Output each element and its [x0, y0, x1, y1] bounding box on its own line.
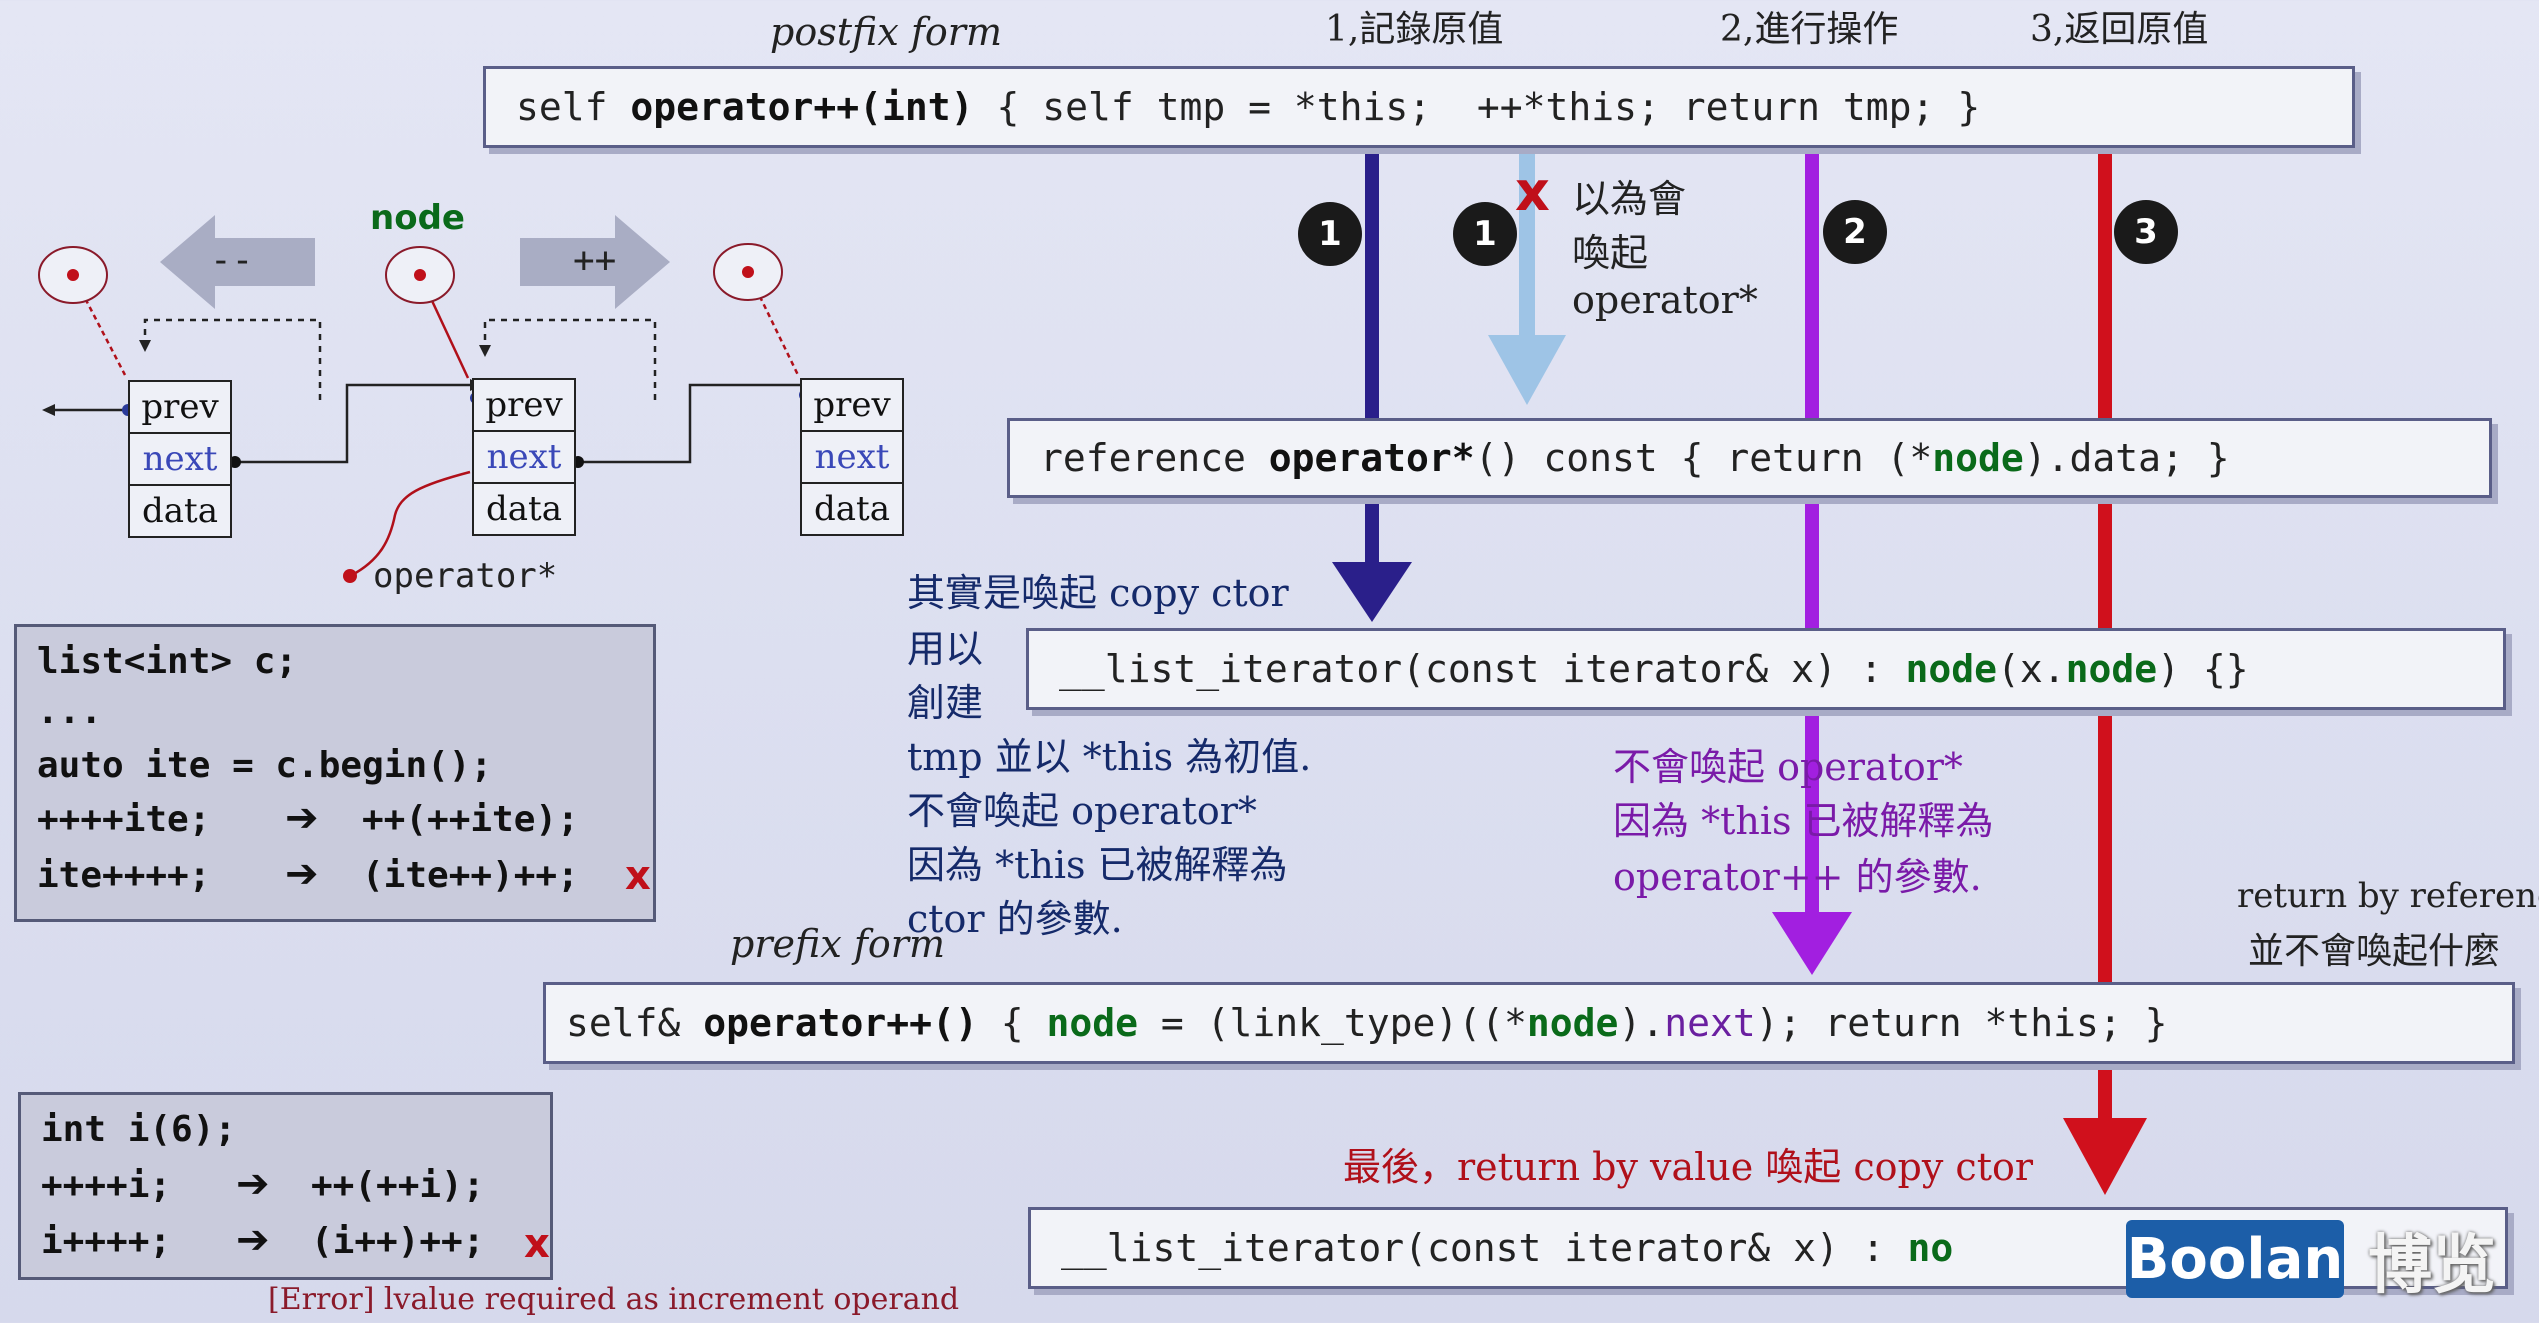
mistaken-note-3: operator*: [1572, 278, 1758, 322]
copy-note-4: tmp 並以 *this 為初值.: [907, 735, 1312, 779]
arrow-3-head: [2063, 1118, 2147, 1195]
panel2-result-2: (i++)++;: [311, 1221, 485, 1262]
ref-note-2: 並不會喚起什麼: [2248, 931, 2501, 972]
mistaken-note-1: 以為會: [1572, 177, 1687, 221]
copy-note-1: 其實是喚起 copy ctor: [907, 571, 1289, 615]
panel1-line-4: ++++ite;: [37, 799, 211, 840]
panel2-line-2: ++++i;: [41, 1165, 172, 1206]
field-next: next: [130, 434, 230, 486]
panel1-line-1: list<int> c;: [37, 641, 298, 682]
panel2-result-1: ++(++i);: [311, 1165, 485, 1206]
field-prev: prev: [474, 380, 574, 432]
panel1-result-2: (ite++)++;: [362, 855, 579, 896]
badge-1: 1: [1298, 202, 1362, 266]
plus-arrow-label: ++: [573, 240, 617, 281]
arrow-1-light-head: [1488, 335, 1566, 405]
panel1-result-1: ++(++ite);: [362, 799, 579, 840]
step-3-label: 3,返回原值: [2030, 9, 2209, 50]
minus-arrow-label: --: [210, 240, 254, 281]
ref-note-1: return by reference: [2237, 876, 2539, 916]
field-data: data: [142, 491, 218, 531]
panel2-error-mark: x: [524, 1221, 550, 1267]
copy-note-5: 不會喚起 operator*: [907, 789, 1257, 833]
badge-3: 3: [2114, 200, 2178, 264]
copy-note-7: ctor 的參數.: [907, 897, 1123, 941]
node-label: node: [370, 198, 465, 238]
field-next: next: [474, 432, 574, 484]
postfix-form-label: postfix form: [770, 10, 1002, 54]
panel1-error-mark: x: [625, 853, 651, 899]
purple-note-1: 不會喚起 operator*: [1613, 745, 1963, 789]
list-example-panel: list<int> c; ... auto ite = c.begin(); +…: [14, 624, 656, 922]
panel1-line-5: ite++++;: [37, 855, 211, 896]
int-example-panel: int i(6); ++++i; ➔ ++(++i); i++++; ➔ (i+…: [18, 1092, 553, 1280]
final-note: 最後，return by value 喚起 copy ctor: [1343, 1145, 2034, 1189]
mistaken-x-mark: x: [1515, 160, 1550, 223]
field-prev: prev: [130, 382, 230, 434]
boolan-logo-cn: 博览: [2368, 1229, 2496, 1303]
error-message: [Error] lvalue required as increment ope…: [268, 1282, 960, 1317]
panel1-line-3: auto ite = c.begin();: [37, 745, 493, 786]
badge-1-mistaken: 1: [1453, 202, 1517, 266]
minus-arrow-shape: [160, 215, 315, 309]
boolan-logo: Boolan: [2126, 1220, 2344, 1298]
panel1-arrow-1: ➔: [285, 795, 319, 841]
arrow-1-head: [1332, 562, 1412, 622]
purple-note-2: 因為 *this 已被解釋為: [1613, 799, 1994, 843]
step-1-label: 1,記錄原值: [1325, 9, 1504, 50]
copy-note-6: 因為 *this 已被解釋為: [907, 843, 1288, 887]
field-prev: prev: [802, 380, 902, 432]
purple-note-3: operator++ 的參數.: [1613, 855, 1982, 899]
mistaken-note-2: 喚起: [1572, 231, 1649, 275]
copy-note-3: 創建: [907, 681, 984, 725]
plus-arrow-shape: [520, 215, 670, 309]
field-data: data: [486, 489, 562, 529]
postfix-operator-code: self operator++(int) { self tmp = *this;…: [483, 66, 2355, 148]
list-node-left: prev next data: [128, 380, 232, 538]
prefix-form-label: prefix form: [730, 922, 945, 966]
prefix-operator-code: self& operator++() { node = (link_type)(…: [543, 982, 2515, 1064]
panel2-arrow-2: ➔: [236, 1217, 270, 1263]
step-2-label: 2,進行操作: [1720, 9, 1899, 50]
copy-note-2: 用以: [907, 627, 984, 671]
copy-ctor-code: __list_iterator(const iterator& x) : nod…: [1026, 628, 2506, 710]
list-node-right: prev next data: [800, 378, 904, 536]
panel1-arrow-2: ➔: [285, 851, 319, 897]
badge-2: 2: [1823, 200, 1887, 264]
panel2-line-1: int i(6);: [41, 1109, 237, 1150]
deref-operator-code: reference operator*() const { return (*n…: [1007, 418, 2492, 498]
list-node-middle: prev next data: [472, 378, 576, 536]
field-next: next: [802, 432, 902, 484]
panel2-arrow-1: ➔: [236, 1161, 270, 1207]
panel1-line-2: ...: [37, 691, 103, 732]
operator-star-label: operator*: [373, 556, 558, 596]
arrow-2-head: [1772, 912, 1852, 975]
panel2-line-3: i++++;: [41, 1221, 172, 1262]
field-data: data: [814, 489, 890, 529]
